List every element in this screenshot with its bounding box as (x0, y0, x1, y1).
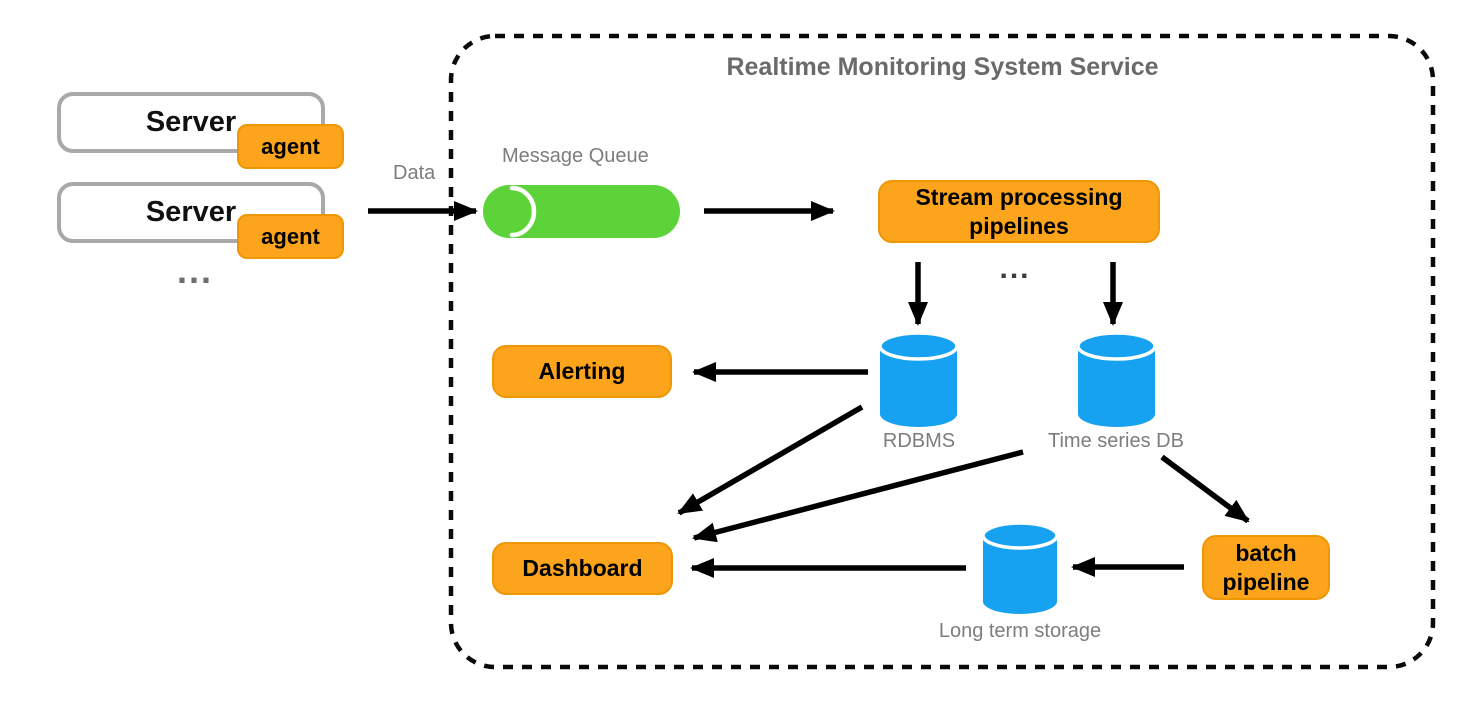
long-term-storage-cylinder (981, 521, 1059, 614)
servers-more-indicator: ... (176, 250, 213, 291)
dashboard-node: Dashboard (492, 542, 673, 595)
edge-time-series-db-to-batch-pipeline-arrow (1160, 454, 1250, 524)
rdbms-cylinder (878, 331, 959, 427)
pipelines-more-indicator: ... (999, 252, 1031, 285)
edge-data-label: Data (393, 162, 436, 184)
system-boundary-border (448, 33, 1436, 670)
system-title: Realtime Monitoring System Service (726, 53, 1159, 81)
stream-processing-label: Stream processing pipelines (915, 183, 1123, 239)
server-node-2: Server (57, 182, 325, 243)
rdbms-label: RDBMS (882, 430, 956, 452)
edge-rdbms-to-dashboard-arrow (677, 404, 864, 516)
alerting-node: Alerting (492, 345, 672, 398)
long-term-storage-label: Long term storage (938, 620, 1102, 642)
agent-badge-2: agent (237, 214, 344, 259)
server-label-1: Server (145, 106, 237, 138)
edge-time-series-db-to-dashboard-arrow (692, 449, 1024, 543)
batch-pipeline-label: batch pipeline (1222, 539, 1310, 595)
server-label-2: Server (145, 196, 237, 228)
message-queue-cylinder (483, 185, 680, 238)
agent-badge-1: agent (237, 124, 344, 169)
batch-pipeline-node: batch pipeline (1202, 535, 1330, 600)
message-queue-label: Message Queue (502, 145, 649, 167)
time-series-db-label: Time series DB (1048, 430, 1184, 452)
stream-processing-node: Stream processing pipelines (878, 180, 1160, 243)
time-series-db-cylinder (1076, 331, 1157, 427)
